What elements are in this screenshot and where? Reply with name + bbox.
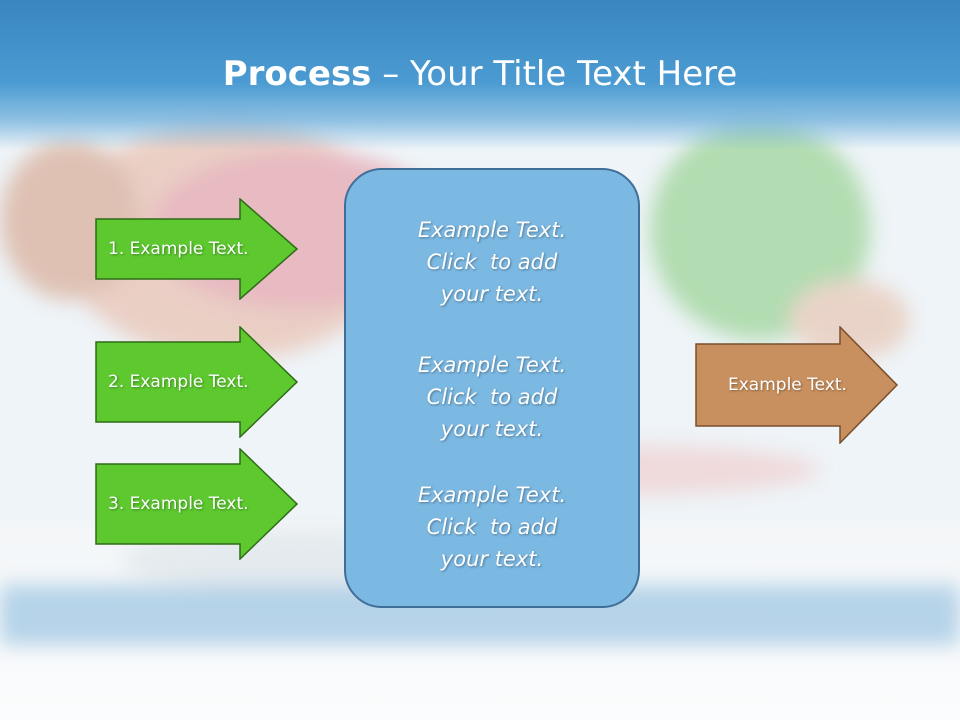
right-arrow-label: Example Text. bbox=[728, 375, 847, 395]
center-line: Click to add bbox=[426, 385, 558, 409]
center-line: your text. bbox=[440, 547, 544, 571]
arrow-shape bbox=[695, 326, 899, 444]
center-line: Example Text. bbox=[417, 218, 567, 242]
center-line: your text. bbox=[440, 417, 544, 441]
center-line: Example Text. bbox=[417, 353, 567, 377]
arrow-shape bbox=[95, 326, 299, 438]
center-paragraph-2: Example Text. Click to add your text. bbox=[346, 349, 638, 445]
arrow-shape bbox=[95, 448, 299, 560]
left-arrow-1[interactable]: 1. Example Text. bbox=[95, 198, 299, 300]
center-line: Example Text. bbox=[417, 483, 567, 507]
left-arrow-2[interactable]: 2. Example Text. bbox=[95, 326, 299, 438]
arrow-shape bbox=[95, 198, 299, 300]
page-title: Process – Your Title Text Here bbox=[0, 52, 960, 96]
center-line: Click to add bbox=[426, 515, 558, 539]
center-paragraph-1: Example Text. Click to add your text. bbox=[346, 214, 638, 310]
right-arrow[interactable]: Example Text. bbox=[695, 326, 899, 444]
center-line: your text. bbox=[440, 282, 544, 306]
center-text-box[interactable]: Example Text. Click to add your text. Ex… bbox=[344, 168, 640, 608]
center-line: Click to add bbox=[426, 250, 558, 274]
header-band bbox=[0, 0, 960, 150]
left-arrow-label: 3. Example Text. bbox=[108, 494, 249, 514]
left-arrow-3[interactable]: 3. Example Text. bbox=[95, 448, 299, 560]
title-bold: Process bbox=[222, 54, 372, 94]
center-paragraph-3: Example Text. Click to add your text. bbox=[346, 479, 638, 575]
left-arrow-label: 2. Example Text. bbox=[108, 372, 249, 392]
title-rest: – Your Title Text Here bbox=[371, 54, 738, 94]
left-arrow-label: 1. Example Text. bbox=[108, 239, 249, 259]
